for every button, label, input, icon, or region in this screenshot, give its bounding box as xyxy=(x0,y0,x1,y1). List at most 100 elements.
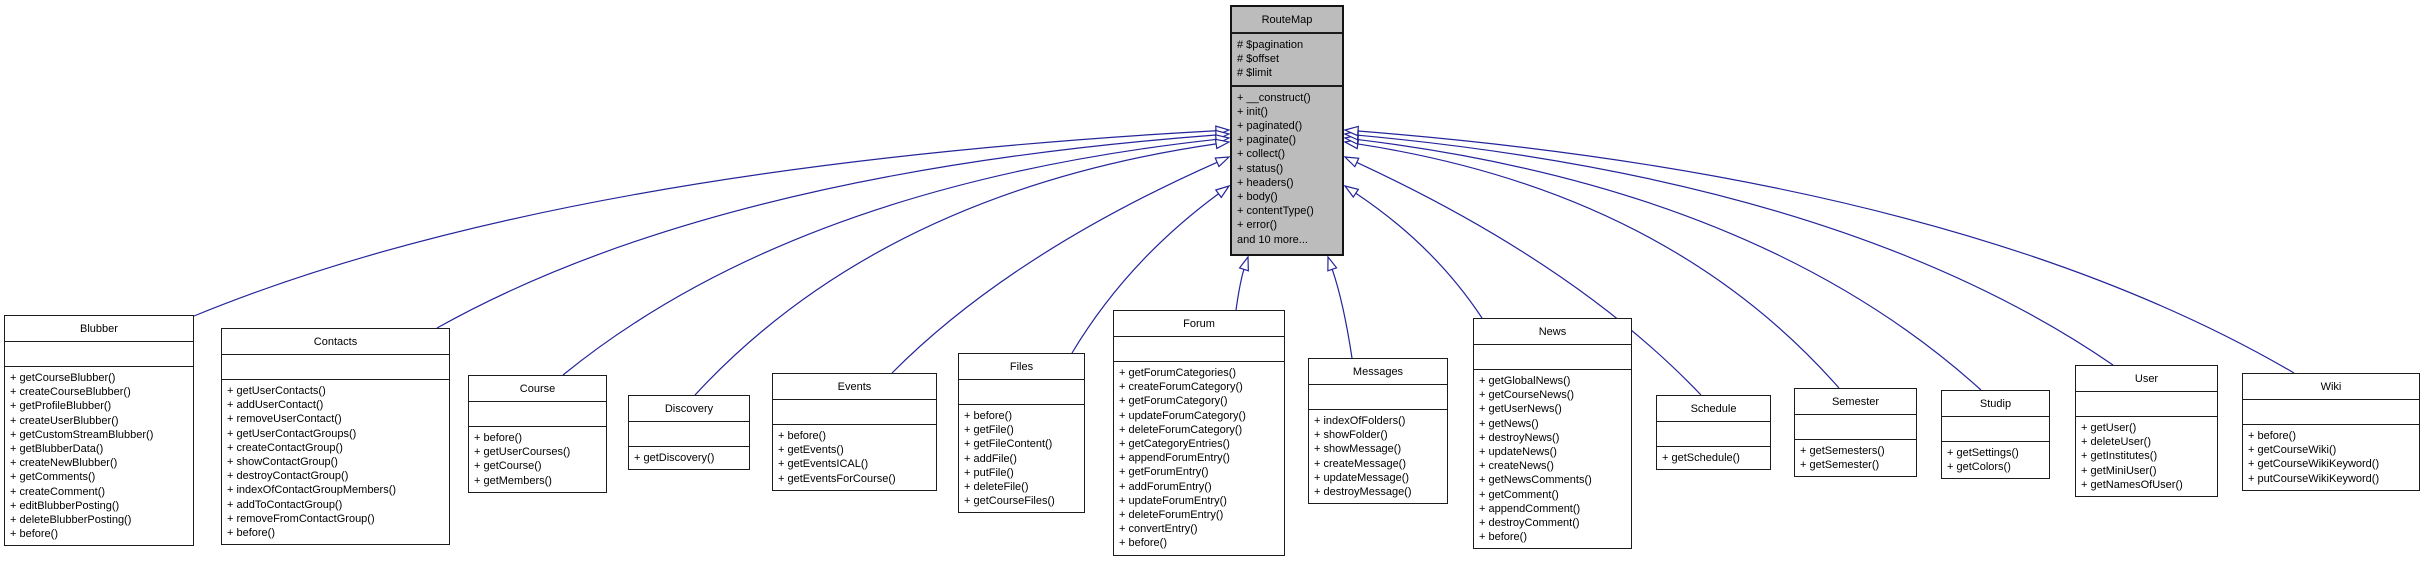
method-label: + destroyComment() xyxy=(1479,517,1580,530)
method-label: + getCourseFiles() xyxy=(964,495,1055,508)
method-label: + getComment() xyxy=(1479,488,1559,501)
method-label: + deleteUser() xyxy=(2081,436,2152,449)
inheritance-edge-schedule xyxy=(1343,156,1702,396)
class-box-semester[interactable]: Semester+ getSemesters()+ getSemester() xyxy=(1794,388,1917,478)
method-label: + getBlubberData() xyxy=(10,443,104,456)
method-label: + getEventsForCourse() xyxy=(778,472,896,485)
method-label: + removeFromContactGroup() xyxy=(227,512,375,525)
class-title: Semester xyxy=(1795,389,1916,415)
class-box-schedule[interactable]: Schedule + getSchedule() xyxy=(1656,395,1771,471)
class-box-routemap[interactable]: RouteMap# $pagination# $offset# $limit+ … xyxy=(1230,5,1344,256)
method-label: + convertEntry() xyxy=(1119,523,1198,536)
class-box-wiki[interactable]: Wiki+ before()+ getCourseWiki()+ getCour… xyxy=(2242,373,2420,491)
method-label: + getSemesters() xyxy=(1800,445,1885,457)
class-box-news[interactable]: News+ getGlobalNews()+ getCourseNews()+ … xyxy=(1473,318,1632,550)
methods-section: + getUserContacts()+ addUserContact()+ r… xyxy=(222,380,449,544)
method-label: + getNews() xyxy=(1479,417,1539,430)
class-title: Contacts xyxy=(222,329,449,355)
attributes-section xyxy=(959,380,1084,405)
class-title: Events xyxy=(773,374,936,400)
class-box-forum[interactable]: Forum + getForumCategories() + createForum… xyxy=(1113,310,1285,556)
method-label: + getGlobalNews() xyxy=(1479,375,1571,387)
method-label: + getCourseNews() xyxy=(1479,389,1575,402)
attributes-section xyxy=(1795,415,1916,440)
method-label: + updateForumEntry() xyxy=(1119,494,1227,507)
method-label: + createCourseBlubber() xyxy=(10,386,131,399)
method-label: + before() xyxy=(227,527,275,540)
methods-section: + indexOfFolders()+ showFolder()+ showMe… xyxy=(1309,410,1447,503)
attributes-section xyxy=(2076,392,2217,417)
attributes-section xyxy=(1942,417,2049,442)
attributes-section xyxy=(2243,400,2419,425)
method-label: + getUserContactGroups() xyxy=(227,427,357,440)
method-label: + addFile() xyxy=(964,452,1017,465)
method-label: + getFileContent() xyxy=(964,438,1053,451)
methods-section: + __construct()+ init()+ paginated()+ pa… xyxy=(1232,87,1342,254)
method-label: + body() xyxy=(1237,191,1278,204)
method-label: + contentType() xyxy=(1237,205,1314,218)
method-label: + getInstitutes() xyxy=(2081,450,2158,463)
method-label: + putFile() xyxy=(964,466,1014,479)
method-label: + error() xyxy=(1237,219,1278,232)
method-label: + getForumCategories() xyxy=(1119,367,1237,379)
method-label: + getSchedule() xyxy=(1662,452,1740,464)
method-label: + before() xyxy=(1479,531,1527,544)
attributes-section xyxy=(5,342,193,367)
attributes-section xyxy=(629,422,749,447)
attributes-section xyxy=(1657,422,1770,447)
method-label: + createForumCategory() xyxy=(1119,381,1243,394)
method-label: + getCategoryEntries() xyxy=(1119,438,1230,451)
class-box-studip[interactable]: Studip+ getSettings()+ getColors() xyxy=(1941,390,2050,480)
class-box-contacts[interactable]: Contacts + getUserContacts()+ addUserCont… xyxy=(221,328,450,546)
generalization-arrowhead-icon xyxy=(1214,138,1231,150)
class-title: News xyxy=(1474,319,1631,345)
method-label: + destroyMessage() xyxy=(1314,486,1412,499)
method-label: + updateMessage() xyxy=(1314,471,1410,484)
class-title: Forum xyxy=(1114,311,1284,337)
method-label: + getUserNews() xyxy=(1479,403,1562,416)
class-box-course[interactable]: Course+ before()+ getUserCourses()+ getC… xyxy=(468,375,607,493)
method-label: + getProfileBlubber() xyxy=(10,400,112,413)
inheritance-edge-events xyxy=(891,156,1231,374)
class-box-messages[interactable]: Messages+ indexOfFolders()+ showFolder()… xyxy=(1308,358,1448,505)
method-label: + getForumEntry() xyxy=(1119,466,1209,479)
method-label: + getCourseWiki() xyxy=(2248,444,2337,457)
method-label: + getUserCourses() xyxy=(474,446,571,459)
method-label: + collect() xyxy=(1237,148,1285,161)
method-label: + editBlubberPosting() xyxy=(10,499,120,512)
method-label: + before() xyxy=(778,430,826,442)
method-label: + before() xyxy=(964,410,1012,422)
method-label: + status() xyxy=(1237,162,1284,175)
method-label: + createNews() xyxy=(1479,460,1554,473)
methods-section: + getCourseBlubber()+ createCourseBlubbe… xyxy=(5,367,193,545)
method-label: + paginated() xyxy=(1237,120,1303,133)
method-label: + indexOfContactGroupMembers() xyxy=(227,484,397,497)
class-title: Schedule xyxy=(1657,396,1770,422)
method-label: + getDiscovery() xyxy=(634,452,715,464)
method-label: + createContactGroup() xyxy=(227,441,343,454)
method-label: + getEvents() xyxy=(778,444,844,457)
method-label: + createMessage() xyxy=(1314,457,1407,470)
methods-section: + before()+ getFile()+ getFileContent()+… xyxy=(959,405,1084,512)
attributes-section xyxy=(1114,337,1284,362)
generalization-arrowhead-icon xyxy=(1343,156,1360,168)
inheritance-edge-blubber xyxy=(193,125,1231,317)
method-label: + indexOfFolders() xyxy=(1314,415,1406,427)
method-label: + before() xyxy=(2248,430,2296,442)
generalization-arrowhead-icon xyxy=(1343,185,1360,199)
class-box-blubber[interactable]: Blubber+ getCourseBlubber()+ createCours… xyxy=(4,315,194,547)
methods-section: + getGlobalNews() + getCourseNews()+ getU… xyxy=(1474,370,1631,548)
class-box-events[interactable]: Events + before() + getEvents() + getEvents… xyxy=(772,373,937,491)
class-box-files[interactable]: Files+ before()+ getFile()+ getFileConte… xyxy=(958,353,1085,514)
attributes-section xyxy=(1309,385,1447,410)
method-label: + getCustomStreamBlubber() xyxy=(10,428,154,441)
methods-section: + getUser()+ deleteUser()+ getInstitutes… xyxy=(2076,417,2217,496)
method-label: + getMembers() xyxy=(474,474,552,487)
method-label: + getForumCategory() xyxy=(1119,395,1228,408)
class-box-user[interactable]: User + getUser()+ deleteUser()+ getInstit… xyxy=(2075,365,2218,498)
class-box-discovery[interactable]: Discovery+ getDiscovery() xyxy=(628,395,750,471)
inheritance-edge-files xyxy=(1071,184,1231,354)
class-title: User xyxy=(2076,366,2217,392)
